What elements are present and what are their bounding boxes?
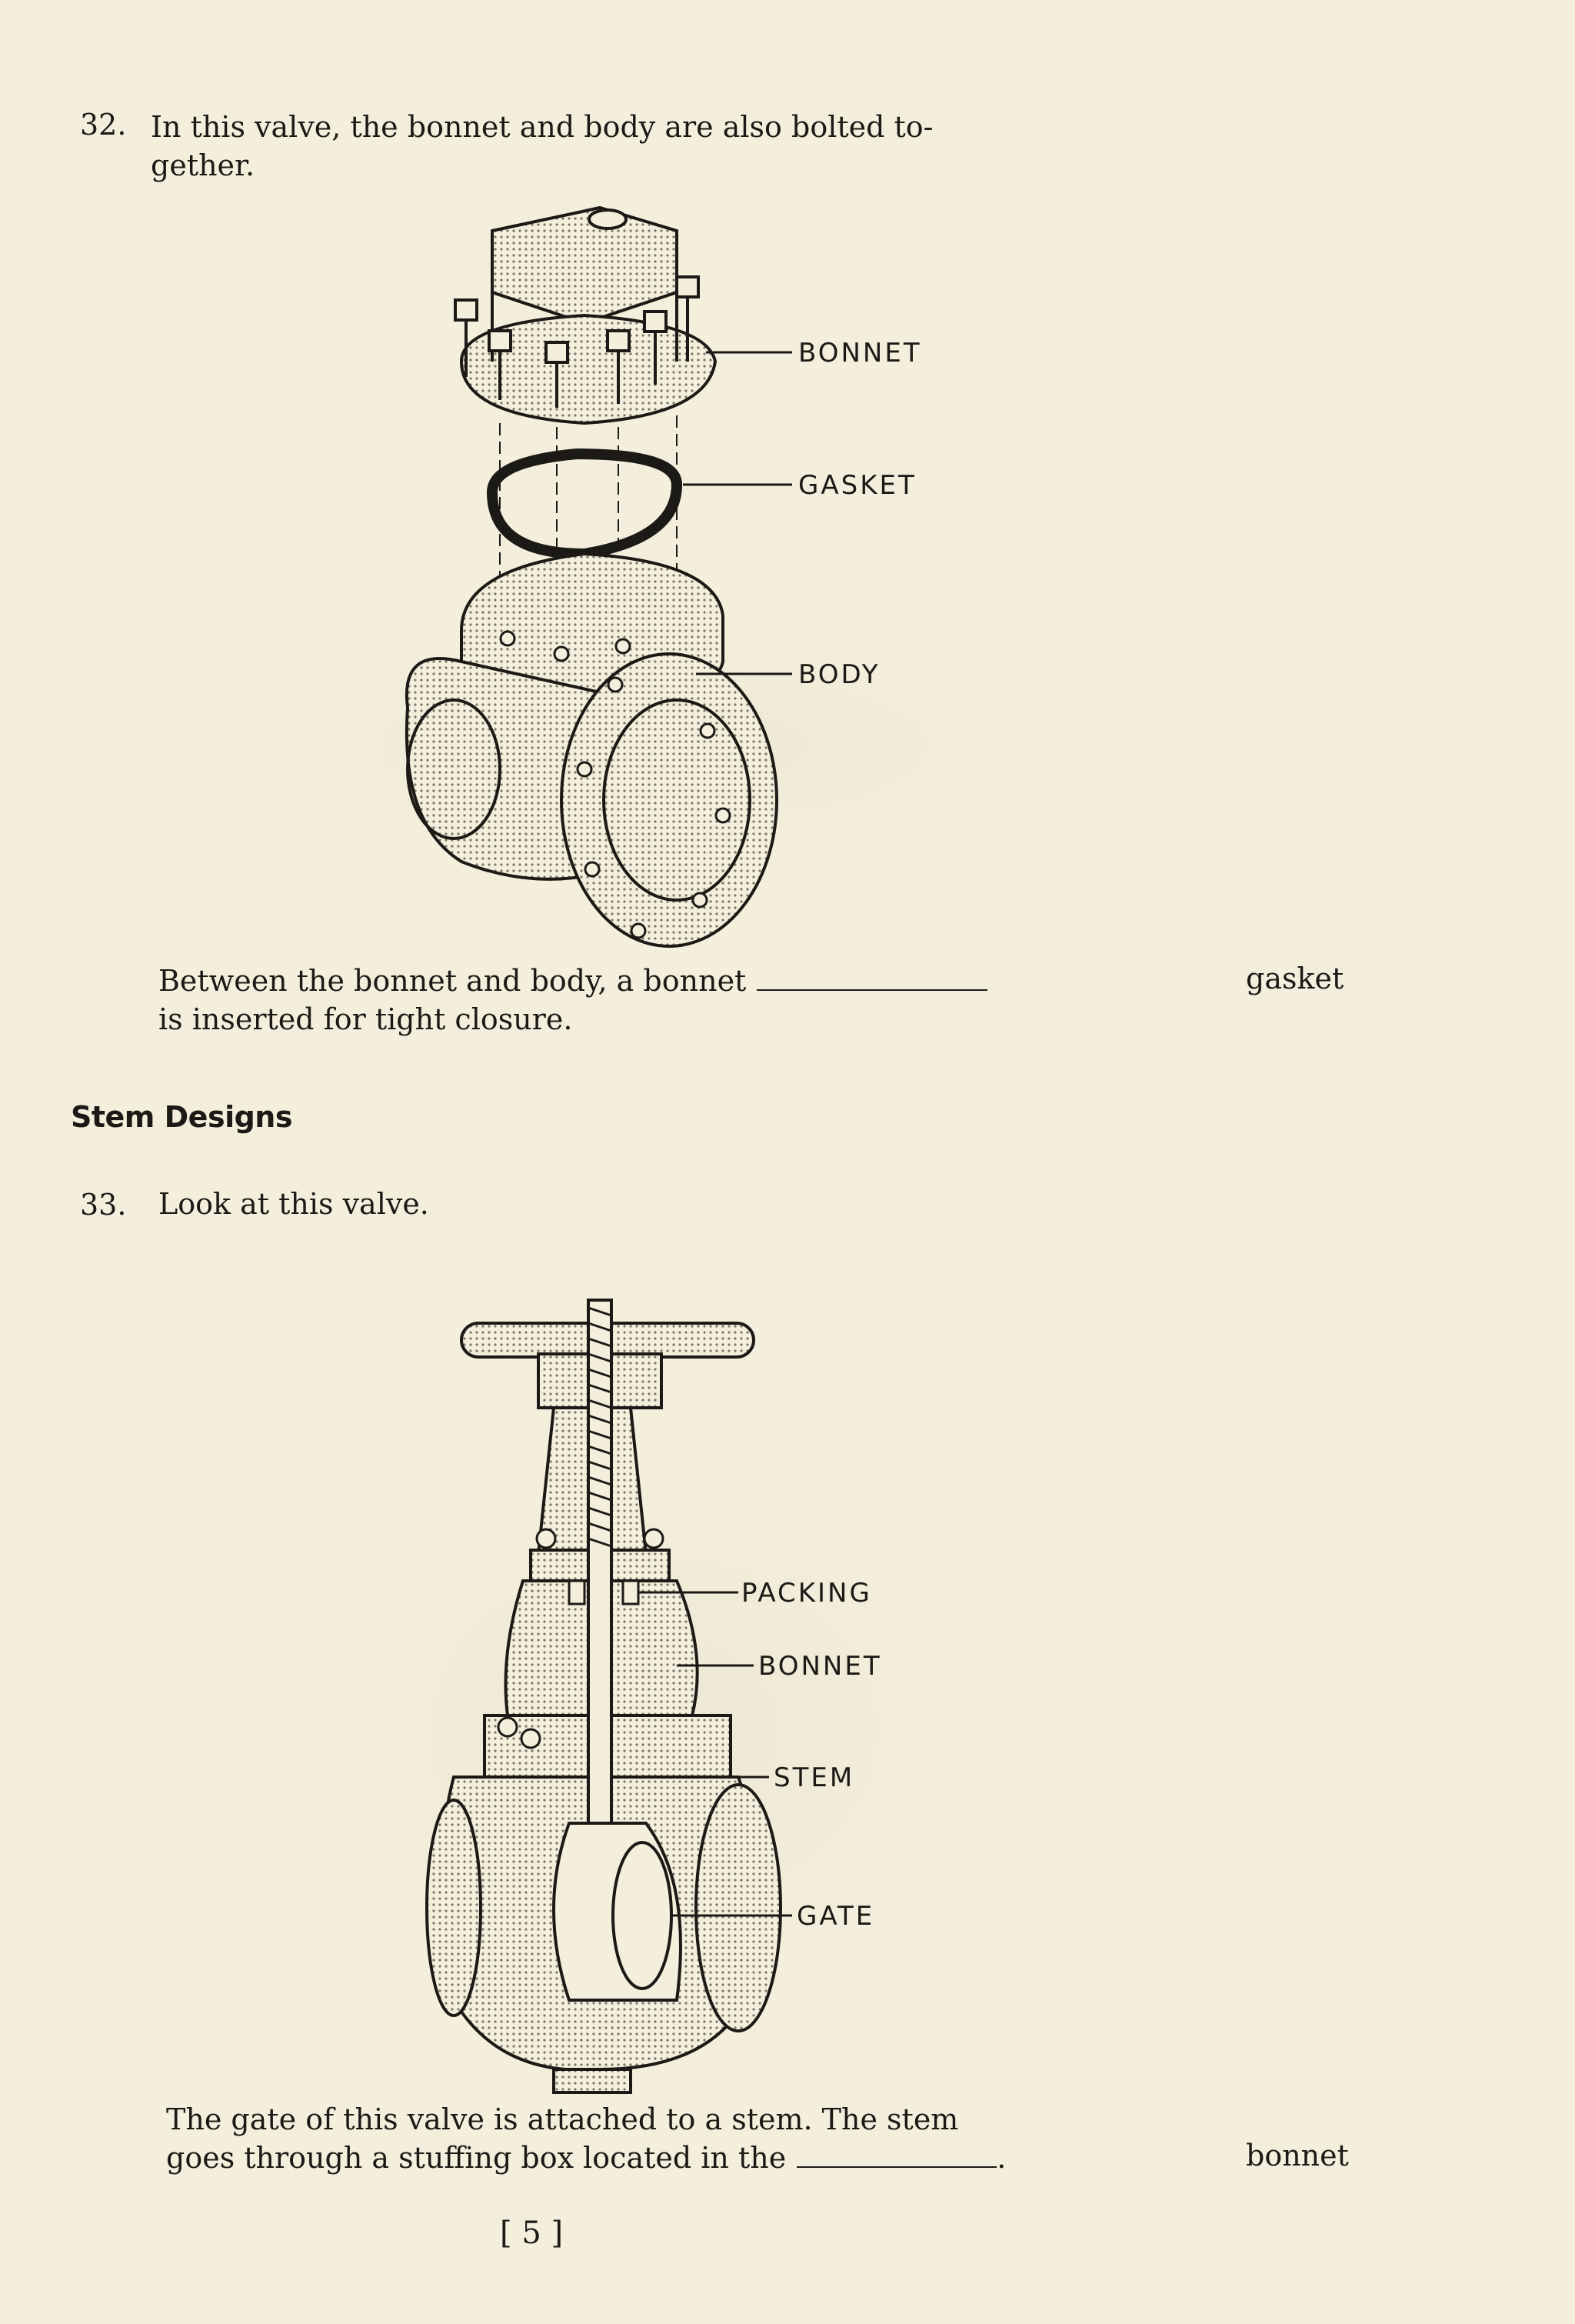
frame-33-statement-line1: The gate of this valve is attached to a …: [166, 2102, 959, 2136]
page-number: [ 5 ]: [500, 2216, 564, 2251]
leader-lines: [683, 351, 792, 675]
bonnet-part: [459, 205, 718, 425]
frame-33-statement: The gate of this valve is attached to a …: [166, 2100, 1089, 2177]
diagram-label-packing: PACKING: [741, 1578, 872, 1609]
frame-33-statement-end: .: [997, 2141, 1007, 2175]
frame-32-statement: Between the bonnet and body, a bonnet is…: [158, 962, 1081, 1039]
frame-32-answer: gasket: [1246, 962, 1344, 995]
frame-33-intro: Look at this valve.: [158, 1187, 429, 1221]
diagram-label-bonnet-2: BONNET: [758, 1651, 882, 1682]
stem-threads: [588, 1306, 612, 1548]
bonnet-bolts: [454, 275, 700, 408]
stem: [587, 1299, 613, 1825]
answer-blank[interactable]: [757, 966, 988, 991]
gate-valve-cutaway-diagram: PACKING BONNET STEM GATE: [425, 1299, 882, 2094]
diagram-label-body: BODY: [798, 659, 881, 690]
answer-blank[interactable]: [797, 2143, 997, 2168]
diagram-label-stem: STEM: [774, 1762, 854, 1793]
frame-32-intro: In this valve, the bonnet and body are a…: [151, 110, 934, 182]
diagram-label-gate: GATE: [797, 1901, 874, 1932]
section-heading: Stem Designs: [71, 1100, 292, 1134]
diagram-label-bonnet: BONNET: [798, 338, 922, 368]
leader-lines-cutaway: [611, 1591, 792, 1917]
gasket-part: [486, 448, 683, 560]
frame-32-statement-line2: is inserted for tight closure.: [158, 1002, 573, 1036]
frame-33-answer: bonnet: [1246, 2139, 1349, 2172]
frame-33-number: 33.: [80, 1188, 127, 1222]
frame-32-statement-line1: Between the bonnet and body, a bonnet: [158, 964, 747, 998]
frame-32-number: 32.: [80, 108, 127, 142]
frame-33-statement-line2: goes through a stuffing box located in t…: [166, 2141, 787, 2175]
body-part: [405, 552, 778, 948]
exploded-valve-diagram: BONNET GASKET BODY: [405, 205, 922, 948]
diagram-label-gasket: GASKET: [798, 470, 917, 501]
flange-bolt-holes: [499, 630, 731, 939]
gate-disc: [552, 1822, 682, 2002]
